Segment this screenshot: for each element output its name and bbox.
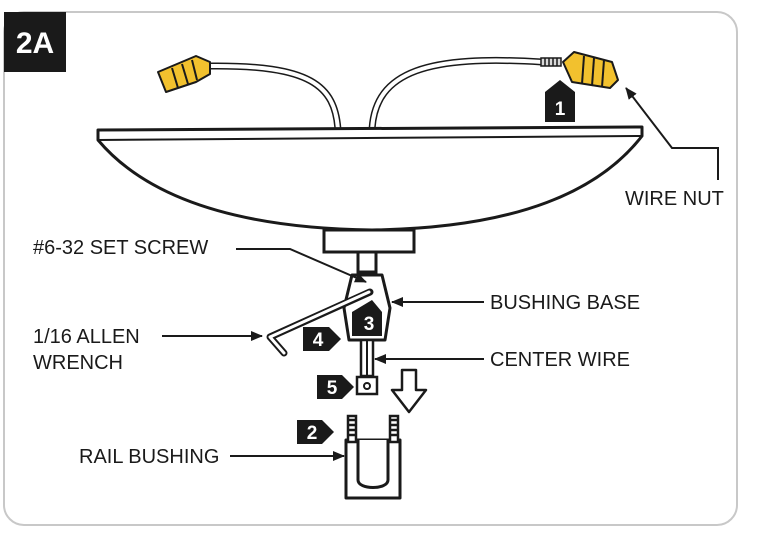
badge-4: 4 — [303, 327, 341, 351]
svg-text:1: 1 — [555, 99, 566, 120]
wire-nut-left — [157, 55, 211, 93]
step-label: 2A — [16, 27, 54, 60]
rail-bushing — [344, 438, 402, 500]
canopy-collar — [322, 228, 416, 254]
badge-1: 1 — [545, 80, 575, 122]
down-arrow-icon — [390, 368, 428, 414]
svg-text:5: 5 — [327, 378, 338, 399]
label-allen-wrench-line2: WRENCH — [33, 352, 123, 374]
badge-5: 5 — [317, 375, 354, 399]
badge-2: 2 — [297, 420, 334, 444]
leader-set-screw — [236, 248, 367, 283]
badge-3: 3 — [352, 300, 382, 336]
label-set-screw: #6-32 SET SCREW — [33, 237, 208, 259]
wire-nut-right — [562, 51, 619, 89]
step-tag: 2A — [4, 12, 66, 72]
svg-text:4: 4 — [313, 330, 324, 351]
label-allen-wrench-line1: 1/16 ALLEN — [33, 326, 140, 348]
stem — [356, 250, 378, 274]
leader-wire-nut — [625, 87, 719, 180]
stripped-wire-end — [540, 57, 562, 67]
fitting-hole — [363, 382, 371, 390]
center-wire — [359, 338, 375, 378]
label-wire-nut: WIRE NUT — [625, 188, 724, 210]
svg-text:2: 2 — [307, 423, 318, 444]
label-center-wire: CENTER WIRE — [490, 349, 630, 371]
svg-text:3: 3 — [364, 314, 375, 335]
rail-bushing-threads — [346, 414, 400, 444]
wire-fitting — [355, 375, 379, 396]
label-bushing-base: BUSHING BASE — [490, 292, 640, 314]
label-rail-bushing: RAIL BUSHING — [79, 446, 219, 468]
